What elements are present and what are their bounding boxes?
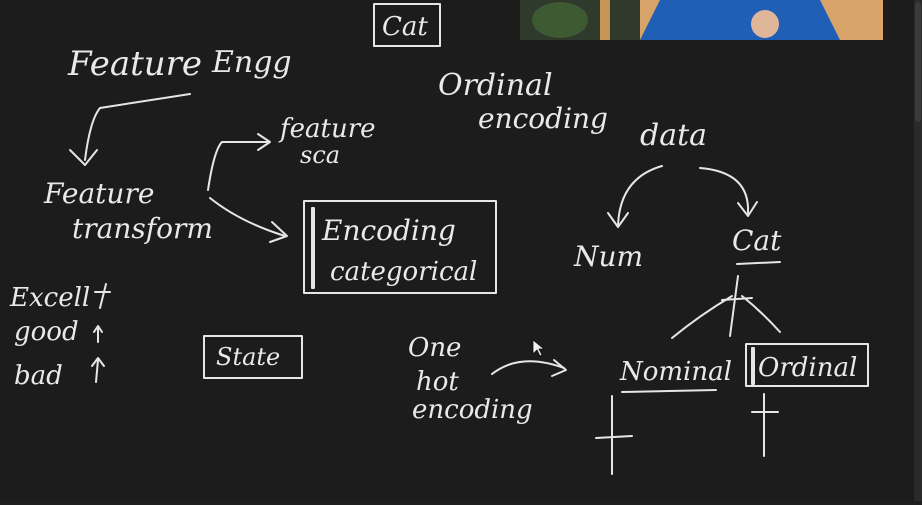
- ordinal-heading: Ordinal: [438, 68, 553, 103]
- arrowhead-down: [69, 149, 98, 166]
- encoding-box-inner-line: [311, 207, 315, 289]
- arrowhead-encoding: [269, 221, 288, 243]
- feature-transform-line2: transform: [72, 212, 213, 245]
- cat-underline: [736, 261, 781, 265]
- arrow-onehot-to-nominal: [491, 360, 565, 375]
- onehot-encoding-label: encoding: [412, 395, 533, 425]
- arrow-data-to-cat: [699, 167, 750, 214]
- bad-label: bad: [14, 361, 63, 391]
- arrow-to-feature-scaling: [207, 141, 269, 191]
- cat-right-label: Cat: [732, 224, 782, 257]
- encoding-categorical-box: [303, 200, 497, 294]
- one-label: One: [408, 333, 461, 363]
- webcam-overlay: [520, 0, 883, 40]
- ordinal-box-inner-line: [751, 347, 755, 385]
- ordinal-box: [745, 343, 869, 387]
- nominal-underline: [621, 389, 717, 393]
- cat-top-label: Cat: [382, 12, 428, 42]
- cat-box-top: [373, 3, 441, 47]
- good-label: good: [14, 317, 79, 347]
- good-arrow-up: [93, 325, 103, 343]
- encoding-box-line2: categorical: [330, 257, 477, 287]
- feature-label: Feature: [67, 44, 202, 84]
- excell-mark: [94, 283, 111, 309]
- feature-transform-line1: Feature: [43, 177, 154, 210]
- arrowhead-nominal: [551, 359, 567, 377]
- data-label: data: [640, 118, 707, 153]
- nominal-cross-mark: [595, 395, 633, 475]
- feature-scaling-line1: feature: [278, 114, 376, 144]
- ordinal-box-label: Ordinal: [758, 353, 857, 383]
- mouse-cursor-icon: [532, 339, 546, 357]
- arrow-to-encoding: [209, 197, 286, 237]
- state-box: [203, 335, 303, 379]
- arrow-data-to-num: [617, 165, 663, 226]
- arrow-engg-to-transform: [84, 93, 191, 161]
- scrollbar-thumb[interactable]: [915, 2, 921, 122]
- hot-label: hot: [416, 367, 459, 397]
- arrowhead-cat: [737, 201, 758, 217]
- branch-right: [741, 295, 781, 333]
- arrowhead-feature-scaling: [257, 133, 271, 151]
- state-label: State: [216, 343, 280, 371]
- ordinal-cross-mark: [751, 393, 779, 457]
- encoding-heading: encoding: [478, 102, 608, 135]
- engg-label: Engg: [211, 45, 292, 80]
- num-label: Num: [573, 240, 643, 273]
- branch-left: [671, 295, 733, 339]
- excell-label: Excell: [9, 283, 90, 313]
- encoding-box-line1: Encoding: [321, 214, 456, 247]
- arrowhead-num: [607, 212, 629, 228]
- branch-center: [729, 275, 739, 337]
- nominal-label: Nominal: [619, 357, 732, 387]
- bad-arrow-up: [91, 357, 105, 383]
- vertical-scrollbar[interactable]: [914, 0, 922, 501]
- feature-scaling-line2: sca: [300, 141, 340, 169]
